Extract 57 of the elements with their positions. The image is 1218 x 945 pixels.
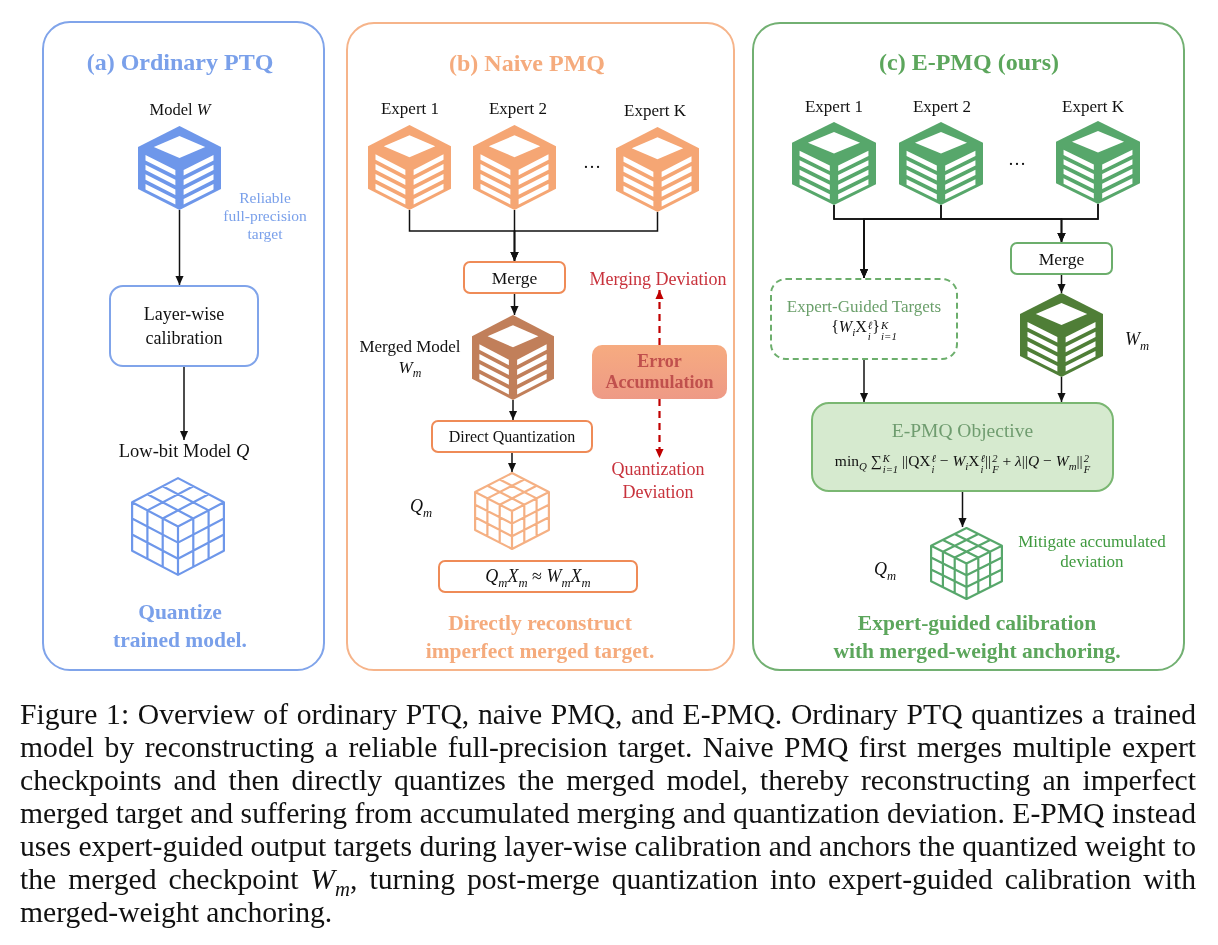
dashed-arrow xyxy=(655,399,664,458)
dashed-arrow xyxy=(655,290,664,345)
model-label: Expert 1 xyxy=(804,97,864,117)
model-label: Low-bit Model Q xyxy=(118,440,250,462)
arrow xyxy=(510,293,519,316)
arrow xyxy=(1057,376,1066,403)
arrow xyxy=(510,211,659,262)
arrow xyxy=(1057,203,1099,243)
process-box xyxy=(1010,242,1113,275)
deviation-label: Merging Deviation xyxy=(589,268,727,290)
formula-text: Q$_{m}$X$_{m}$ ≈ W$_{m}$X$_{m}$ xyxy=(485,565,591,588)
model-label: Merged Model W$_{m}$ xyxy=(359,336,461,378)
model-label: W$_{m}$ xyxy=(1124,328,1150,350)
panel-summary: Expert-guided calibration with merged-weight anchoring. xyxy=(833,610,1121,665)
annotation-text: Mitigate accumulated deviation xyxy=(1018,532,1166,572)
panel xyxy=(42,21,325,671)
arrow xyxy=(508,399,518,421)
process-box xyxy=(109,285,259,367)
annotation-text: Reliable full-precision target xyxy=(223,189,307,243)
arrow xyxy=(958,491,967,528)
panel-summary: Directly reconstruct imperfect merged target. xyxy=(425,610,655,665)
panel-title: (a) Ordinary PTQ xyxy=(86,48,274,77)
panel xyxy=(752,22,1185,671)
arrow xyxy=(179,366,189,441)
ellipsis: … xyxy=(1008,149,1026,170)
process-box xyxy=(431,420,593,453)
formula-box xyxy=(438,560,638,593)
dashed-target-box xyxy=(770,278,958,360)
step-label: Merge xyxy=(1038,247,1085,270)
panel-title: (c) E-PMQ (ours) xyxy=(879,48,1059,77)
error-label: Error Accumulation xyxy=(605,351,714,393)
targets-title: Expert-Guided Targets xyxy=(786,296,942,318)
deviation-label: Quantization Deviation xyxy=(611,458,705,504)
model-label: Model W xyxy=(149,100,211,120)
step-label: Direct Quantization xyxy=(448,426,576,447)
step-label: Layer-wise calibration xyxy=(143,303,225,350)
arrow xyxy=(859,359,869,403)
arrow xyxy=(507,452,517,473)
objective-box xyxy=(811,402,1114,492)
model-label: Expert K xyxy=(1062,97,1124,117)
figure-caption: Figure 1: Overview of ordinary PTQ, naive PMQ, and E-PMQ. Ordinary PTQ quantizes a trained model by reconstructing a reliable full-precision target. Naive PMQ first merges multiple expert checkpoints and then directly quantizes the merged model, thereby reconstructing an imperfect merged target and suffering from accumulated merging and quantization deviation. E-PMQ instead uses expert-guided output targets during layer-wise calibration and anchors the quantized weight to the merged checkpoint W$_{m}$, turning post-merge quantization into expert-guided calibration with merged-weight anchoring. xyxy=(20,698,1196,929)
arrow xyxy=(175,209,184,286)
model-label: Expert 2 xyxy=(488,99,548,119)
model-label: Expert 1 xyxy=(380,99,440,119)
objective-title: E-PMQ Objective xyxy=(891,418,1034,443)
model-label: Expert 2 xyxy=(912,97,972,117)
error-accumulation-box xyxy=(592,345,727,399)
panel-summary: Quantize trained model. xyxy=(113,599,247,654)
model-label: Q$_{m}$ xyxy=(409,495,433,517)
model-label: Q$_{m}$ xyxy=(873,558,897,580)
ellipsis: … xyxy=(583,152,601,173)
panel xyxy=(346,22,735,671)
model-label: Expert K xyxy=(624,101,686,121)
step-label: Merge xyxy=(491,266,538,289)
process-box xyxy=(463,261,566,294)
arrow xyxy=(1057,274,1066,294)
panel-title: (b) Naive PMQ xyxy=(449,49,605,78)
